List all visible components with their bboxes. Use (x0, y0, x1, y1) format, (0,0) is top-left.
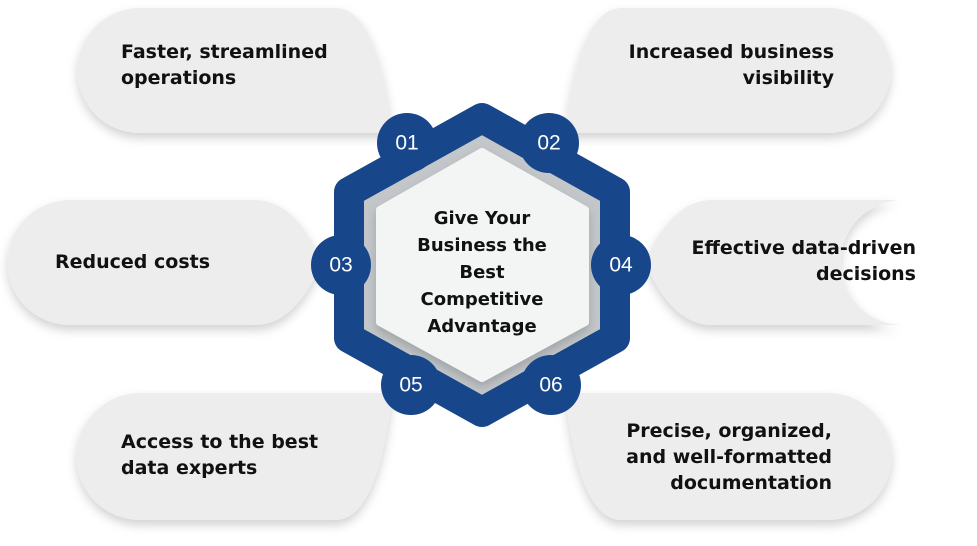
center-title: Give Your Business the Best Competitive … (417, 208, 547, 337)
item-text-06: Precise, organized, and well-formatted d… (626, 420, 832, 494)
number-badge-03 (311, 235, 371, 295)
number-02: 02 (537, 132, 560, 155)
number-badge-01 (377, 113, 437, 173)
item-text-01: Faster, streamlined operations (121, 41, 328, 89)
item-text-05: Access to the best data experts (121, 431, 319, 479)
item-text-03: Reduced costs (55, 251, 211, 273)
pill-04 (645, 200, 903, 325)
pill-02 (565, 8, 891, 133)
number-06: 06 (539, 374, 562, 397)
pill-06 (565, 393, 892, 520)
number-badge-05 (381, 355, 441, 415)
number-badge-04 (591, 235, 651, 295)
pill-01 (77, 8, 392, 133)
number-04: 04 (609, 254, 633, 277)
item-text-02: Increased business visibility (628, 41, 834, 89)
pill-05 (76, 393, 392, 520)
number-badge-02 (519, 113, 579, 173)
number-03: 03 (329, 254, 352, 277)
number-badge-06 (521, 355, 581, 415)
number-05: 05 (399, 374, 422, 397)
pill-03 (7, 200, 323, 325)
center-hexagon (376, 148, 589, 382)
number-01: 01 (395, 132, 418, 155)
item-text-04: Effective data-driven decisions (691, 237, 917, 285)
